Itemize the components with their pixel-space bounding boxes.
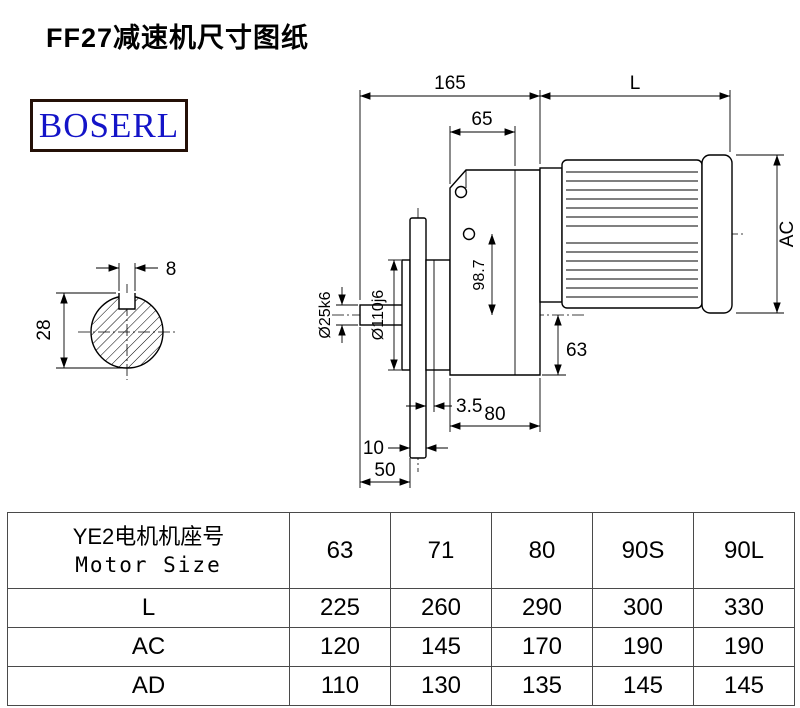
dim-98-7: 98.7 xyxy=(471,234,496,315)
dim-label-65: 65 xyxy=(471,109,492,130)
table-cell: 120 xyxy=(289,627,391,667)
header-text-cn: YE2电机机座号 xyxy=(72,524,225,550)
table-cell: 190 xyxy=(592,627,694,667)
column-header-90S: 90S xyxy=(592,512,694,589)
housing-bolt-hole xyxy=(454,185,468,199)
flange-spigot xyxy=(401,259,411,371)
dim-label-28: 28 xyxy=(34,319,55,340)
dim-label-98-7: 98.7 xyxy=(471,259,488,290)
dim-80: 80 xyxy=(449,378,541,432)
dim-section-height: 28 xyxy=(34,292,124,369)
dim-label-dia110: Ø110j6 xyxy=(370,290,387,341)
motor-flange xyxy=(539,167,563,303)
row-label-AC: AC xyxy=(7,627,290,667)
dim-dia110: Ø110j6 xyxy=(370,259,401,371)
dim-65: 65 xyxy=(449,109,516,184)
dim-63: 63 xyxy=(542,315,587,376)
table-cell: 260 xyxy=(390,588,492,628)
header-text-en: Motor Size xyxy=(75,552,222,577)
shaft-section-view: 8 28 xyxy=(34,259,178,380)
column-header-80: 80 xyxy=(491,512,593,589)
table-header-row: YE2电机机座号 Motor Size 63 71 80 90S 90L xyxy=(7,512,795,589)
table-cell: 130 xyxy=(390,666,492,706)
table-cell: 300 xyxy=(592,588,694,628)
dim-label-50: 50 xyxy=(374,460,395,481)
table-cell: 145 xyxy=(592,666,694,706)
motor-body xyxy=(561,159,703,309)
motor-size-table: YE2电机机座号 Motor Size 63 71 80 90S 90L L 2… xyxy=(7,512,795,706)
dim-10: 10 xyxy=(363,438,448,459)
table-cell: 225 xyxy=(289,588,391,628)
table-cell: 290 xyxy=(491,588,593,628)
motor-size-header-cell: YE2电机机座号 Motor Size xyxy=(7,512,290,589)
dim-label-10: 10 xyxy=(363,438,384,459)
dim-label-3-5: 3.5 xyxy=(456,396,482,417)
dim-keyway-width: 8 xyxy=(96,259,176,291)
table-cell: 190 xyxy=(693,627,795,667)
gearbox-dimension-drawing: 8 28 165 xyxy=(34,73,798,488)
dim-3-5: 3.5 xyxy=(406,370,482,417)
gear-housing xyxy=(449,169,541,376)
dim-dia25: Ø25k6 xyxy=(317,287,358,343)
table-cell: 330 xyxy=(693,588,795,628)
table-cell: 145 xyxy=(390,627,492,667)
dim-label-AC: AC xyxy=(777,221,798,247)
dim-L: L xyxy=(540,73,731,152)
column-header-63: 63 xyxy=(289,512,391,589)
table-cell: 135 xyxy=(491,666,593,706)
brand-logo: BOSERL xyxy=(30,99,188,152)
dim-label-165: 165 xyxy=(434,73,466,94)
dim-label-L: L xyxy=(630,73,641,94)
table-cell: 110 xyxy=(289,666,391,706)
row-label-AD: AD xyxy=(7,666,290,706)
dim-50: 50 xyxy=(359,327,411,488)
dim-AC: AC xyxy=(736,154,798,314)
dim-165: 165 xyxy=(359,73,541,300)
dim-label-key-width: 8 xyxy=(166,259,177,280)
keyway-slot xyxy=(118,293,136,310)
dim-label-80: 80 xyxy=(484,404,505,425)
table-row-AD: AD 110 130 135 145 145 xyxy=(7,666,795,706)
table-cell: 145 xyxy=(693,666,795,706)
reducer-side-view: 165 L 65 AC Ø110j6 xyxy=(317,73,798,488)
bearing-hub xyxy=(425,259,451,371)
output-flange xyxy=(409,217,427,459)
fan-cowl xyxy=(701,154,733,314)
dim-label-dia25: Ø25k6 xyxy=(317,291,334,338)
column-header-71: 71 xyxy=(390,512,492,589)
page-title: FF27减速机尺寸图纸 xyxy=(46,23,310,53)
motor-cooling-fins xyxy=(566,171,698,298)
table-row-L: L 225 260 290 300 330 xyxy=(7,588,795,628)
dim-label-63: 63 xyxy=(566,340,587,361)
table-cell: 170 xyxy=(491,627,593,667)
table-row-AC: AC 120 145 170 190 190 xyxy=(7,627,795,667)
housing-bolt-hole xyxy=(462,227,476,241)
row-label-L: L xyxy=(7,588,290,628)
column-header-90L: 90L xyxy=(693,512,795,589)
brand-logo-text: BOSERL xyxy=(38,105,180,145)
